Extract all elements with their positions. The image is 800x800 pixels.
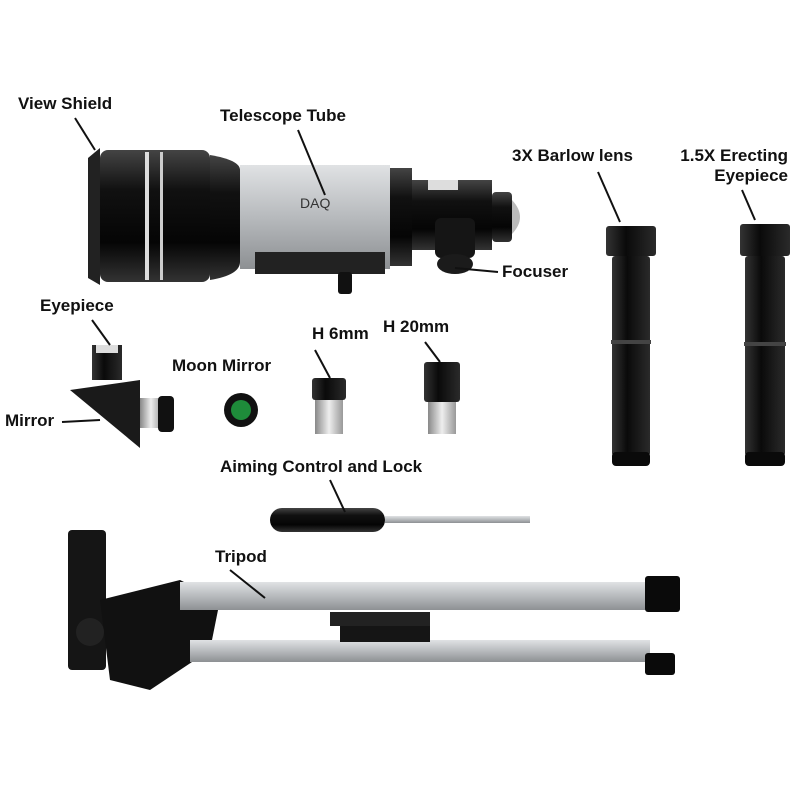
erecting-eyepiece (740, 224, 790, 466)
tripod (68, 530, 680, 690)
moon-filter (224, 393, 258, 427)
mirror-diagonal (70, 345, 174, 448)
telescope-tube: DAQ (88, 148, 520, 294)
label-tripod: Tripod (215, 547, 267, 566)
label-telescope-tube: Telescope Tube (220, 106, 346, 125)
label-erecting-line2: Eyepiece (714, 166, 788, 185)
leader-lines (61, 117, 756, 599)
label-h20mm: H 20mm (383, 317, 450, 336)
label-moon-mirror: Moon Mirror (172, 356, 272, 375)
eyepiece-6mm (312, 378, 346, 434)
brand-logo: DAQ (300, 195, 330, 211)
label-erecting-line1: 1.5X Erecting (680, 146, 788, 165)
eyepiece-20mm (424, 362, 460, 434)
label-mirror: Mirror (5, 411, 55, 430)
label-eyepiece: Eyepiece (40, 296, 114, 315)
barlow-lens (606, 226, 656, 466)
label-barlow-lens: 3X Barlow lens (512, 146, 633, 165)
label-focuser: Focuser (502, 262, 569, 281)
label-aiming-control: Aiming Control and Lock (220, 457, 423, 476)
label-h6mm: H 6mm (312, 324, 369, 343)
label-view-shield: View Shield (18, 94, 113, 113)
aiming-control-handle (270, 508, 530, 532)
label-erecting-eyepiece: 1.5X Erecting Eyepiece (680, 146, 788, 186)
